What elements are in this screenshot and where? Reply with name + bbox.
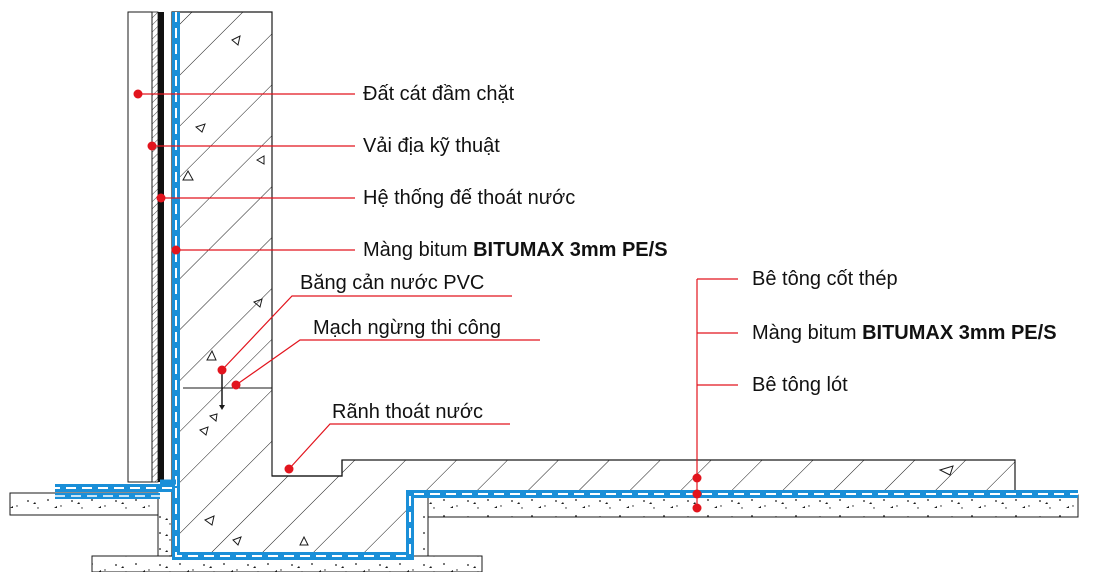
lean-concrete-layer [9,492,1079,573]
label-drainage-board: Hệ thống đế thoát nước [363,187,576,209]
leader-lines [138,93,738,508]
geotextile-layer [151,11,159,483]
leader-dots [133,89,702,513]
label-wall-membrane-product: BITUMAX 3mm PE/S [473,239,668,261]
label-pvc-waterstop: Băng cản nước PVC [300,272,485,294]
compacted-sand-strip [127,11,153,483]
bitumen-membrane [55,12,1078,560]
drainage-board-layer [158,12,164,482]
label-slab-membrane-prefix: Màng bitum [752,322,863,344]
label-compacted-sand: Đất cát đầm chặt [363,83,515,105]
label-wall-membrane: Màng bitum BITUMAX 3mm PE/S [363,239,668,261]
label-geotextile: Vải địa kỹ thuật [363,135,500,157]
aggregate-marks [182,35,954,546]
drain-channel-outline [272,460,343,477]
label-drain-channel: Rãnh thoát nước [332,401,484,423]
label-reinforced-concrete: Bê tông cốt thép [752,268,898,290]
label-slab-membrane: Màng bitum BITUMAX 3mm PE/S [752,322,1057,344]
label-construction-joint: Mạch ngừng thi công [313,317,501,339]
label-wall-membrane-prefix: Màng bitum [363,239,474,261]
label-lean-concrete: Bê tông lót [752,374,848,396]
label-slab-membrane-product: BITUMAX 3mm PE/S [862,322,1057,344]
